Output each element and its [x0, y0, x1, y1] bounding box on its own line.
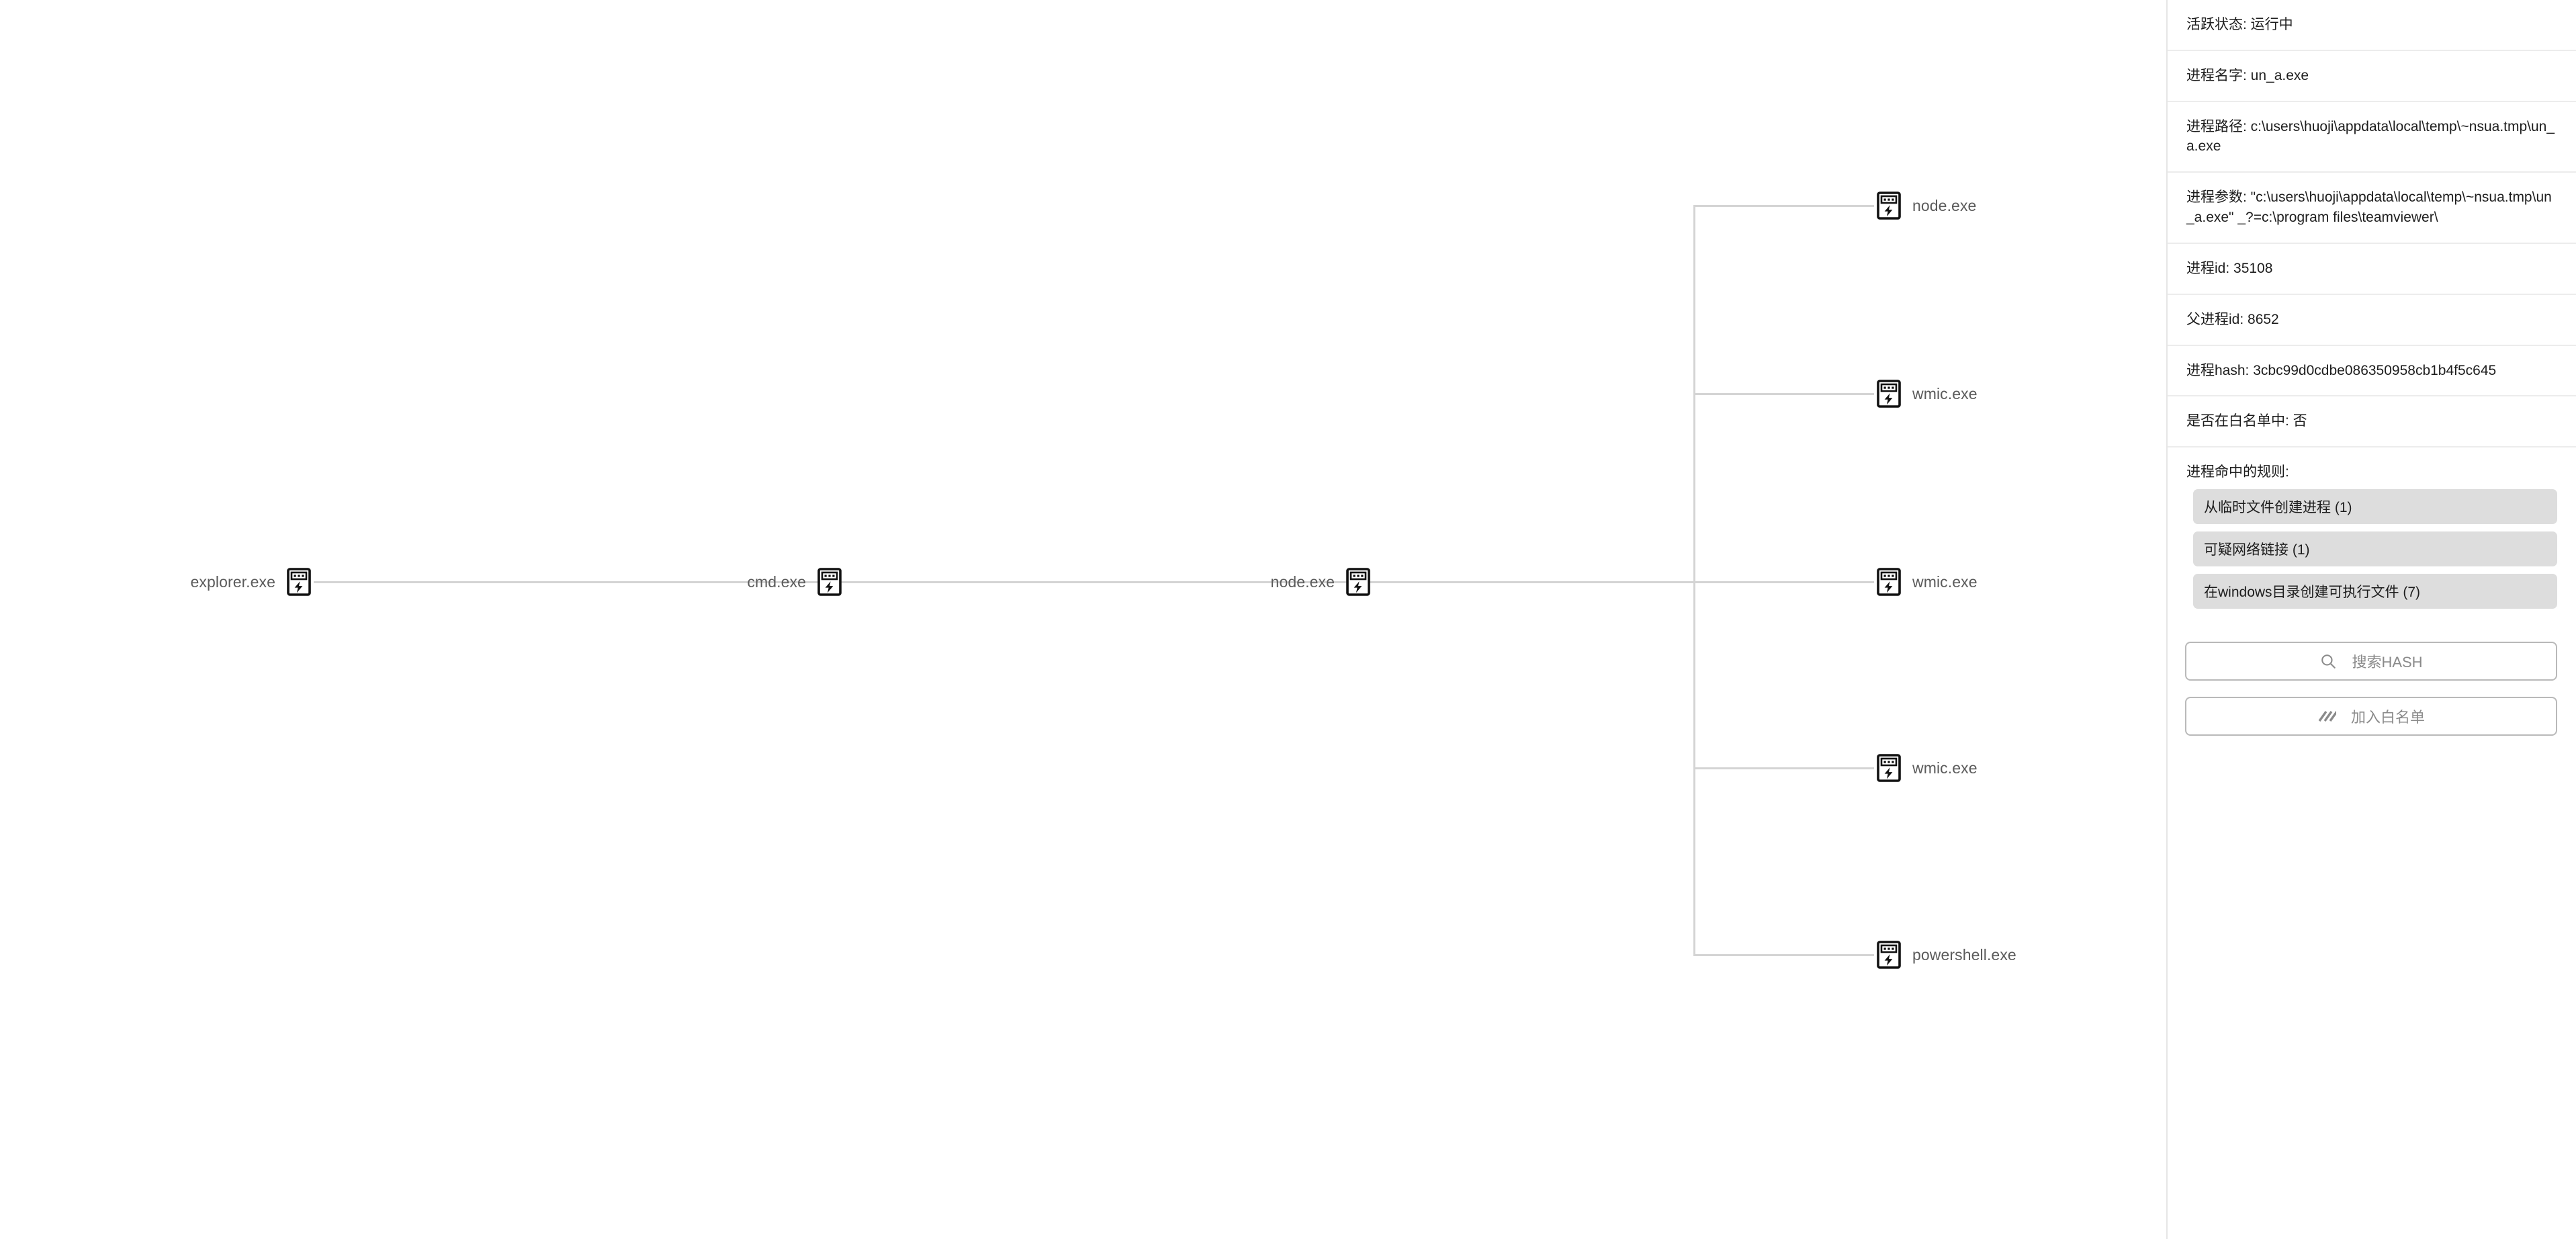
process-info-value: c:\users\huoji\appdata\local\temp\~nsua.…	[2186, 118, 2555, 155]
process-window-bolt-icon	[1874, 191, 1904, 220]
process-window-bolt-icon	[1874, 379, 1904, 409]
edge-root-spine	[314, 581, 1695, 583]
process-info-key: 进程id:	[2186, 260, 2234, 276]
process-info-key: 父进程id:	[2186, 311, 2248, 327]
matched-rules-list: 从临时文件创建进程 (1) 可疑网络链接 (1) 在windows目录创建可执行文件…	[2186, 489, 2557, 609]
process-info-row: 父进程id: 8652	[2168, 295, 2576, 346]
edge-branch-3	[1693, 767, 1874, 769]
add-to-whitelist-button[interactable]: 加入白名单	[2185, 697, 2557, 736]
diagonal-stripes-icon	[2317, 708, 2336, 725]
process-node-label: wmic.exe	[1912, 759, 1978, 777]
process-info-row: 活跃状态: 运行中	[2168, 0, 2576, 51]
search-hash-label: 搜索HASH	[2352, 654, 2423, 671]
process-node-label: explorer.exe	[190, 572, 275, 591]
process-info-key: 是否在白名单中:	[2186, 413, 2293, 429]
process-node-wmic-exe[interactable]: wmic.exe	[1874, 374, 1978, 414]
process-node-label: node.exe	[1912, 196, 1977, 214]
process-info-key: 活跃状态:	[2186, 17, 2251, 32]
edge-branch-1	[1693, 393, 1874, 395]
process-info-value: 8652	[2248, 311, 2279, 327]
matched-rule-badge[interactable]: 可疑网络链接 (1)	[2193, 531, 2557, 567]
process-info-value: "c:\users\huoji\appdata\local\temp\~nsua…	[2186, 189, 2552, 226]
process-info-value: 否	[2293, 413, 2307, 429]
process-info-row: 进程hash: 3cbc99d0cdbe086350958cb1b4f5c645	[2168, 346, 2576, 397]
process-info-row: 是否在白名单中: 否	[2168, 396, 2576, 448]
process-node-powershell-exe[interactable]: powershell.exe	[1874, 935, 2016, 975]
process-node-wmic-exe[interactable]: wmic.exe	[1874, 562, 1978, 602]
edge-branch-4	[1693, 954, 1874, 956]
process-window-bolt-icon	[1874, 753, 1904, 783]
edge-branch-0	[1693, 205, 1874, 207]
process-info-value: un_a.exe	[2250, 67, 2309, 83]
process-info-row: 进程参数: "c:\users\huoji\appdata\local\temp…	[2168, 173, 2576, 244]
matched-rule-badge[interactable]: 在windows目录创建可执行文件 (7)	[2193, 574, 2557, 609]
process-window-bolt-icon	[1874, 940, 1904, 970]
process-node-label: wmic.exe	[1912, 572, 1978, 591]
process-info-key: 进程hash:	[2186, 362, 2254, 378]
process-window-bolt-icon	[1343, 567, 1373, 597]
process-node-label: cmd.exe	[747, 572, 806, 591]
panel-action-buttons: 搜索HASH 加入白名单	[2168, 634, 2576, 736]
process-node-label: node.exe	[1270, 572, 1335, 591]
matched-rule-badge[interactable]: 从临时文件创建进程 (1)	[2193, 489, 2557, 525]
matched-rules-title: 进程命中的规则:	[2186, 464, 2289, 480]
process-node-node-exe[interactable]: node.exe	[1271, 562, 1373, 602]
process-info-value: 运行中	[2250, 17, 2293, 32]
add-to-whitelist-label: 加入白名单	[2350, 709, 2425, 726]
process-info-row: 进程路径: c:\users\huoji\appdata\local\temp\…	[2168, 102, 2576, 173]
process-window-bolt-icon	[815, 567, 844, 597]
edge-trunk-vertical	[1693, 205, 1695, 955]
process-info-row: 进程名字: un_a.exe	[2168, 51, 2576, 102]
process-node-label: wmic.exe	[1912, 384, 1978, 402]
process-info-key: 进程路径:	[2186, 118, 2251, 134]
search-hash-button[interactable]: 搜索HASH	[2185, 642, 2557, 681]
process-tree-canvas[interactable]: explorer.exe cmd.exe node.exe node.exe wmic.…	[0, 0, 2167, 1239]
process-window-bolt-icon	[1874, 567, 1904, 597]
process-info-key: 进程名字:	[2186, 67, 2251, 83]
process-info-value: 35108	[2233, 260, 2273, 276]
matched-rules-section: 进程命中的规则: 从临时文件创建进程 (1) 可疑网络链接 (1) 在windows…	[2168, 447, 2576, 634]
process-node-cmd-exe[interactable]: cmd.exe	[747, 562, 844, 602]
process-node-wmic-exe[interactable]: wmic.exe	[1874, 748, 1978, 788]
process-window-bolt-icon	[284, 567, 314, 597]
process-info-key: 进程参数:	[2186, 189, 2251, 206]
search-icon	[2319, 652, 2337, 670]
process-node-node-exe[interactable]: node.exe	[1874, 185, 1976, 226]
process-node-explorer-exe[interactable]: explorer.exe	[191, 562, 314, 602]
edge-branch-2	[1693, 581, 1874, 583]
process-info-value: 3cbc99d0cdbe086350958cb1b4f5c645	[2253, 362, 2497, 378]
process-info-row: 进程id: 35108	[2168, 244, 2576, 295]
process-node-label: powershell.exe	[1912, 945, 2016, 964]
